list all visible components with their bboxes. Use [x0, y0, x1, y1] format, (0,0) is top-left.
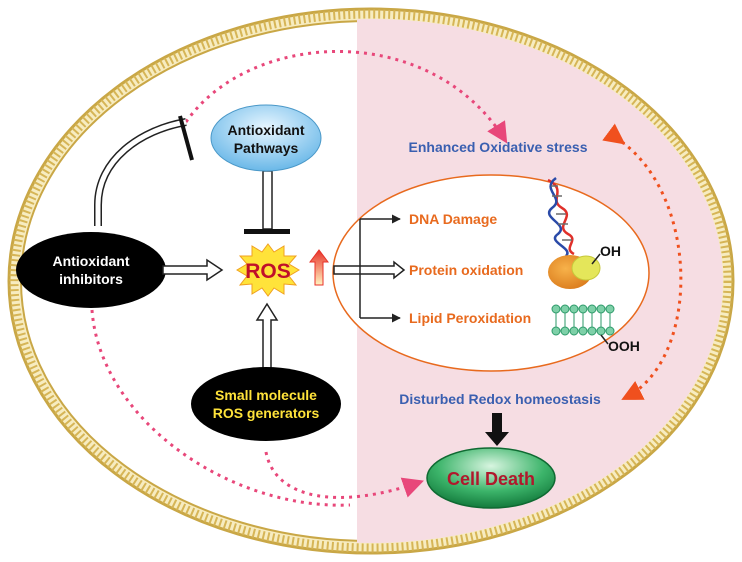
damage-ellipse — [332, 174, 650, 372]
small-molecule-generators-node: Small molecule ROS generators — [191, 367, 341, 441]
generators-to-ros-arrow — [255, 302, 279, 373]
protein-icon: OH — [548, 243, 621, 289]
ooh-label: OOH — [608, 338, 640, 354]
inhibitor-to-stress-arrow — [184, 50, 508, 144]
cell-death-label: Cell Death — [447, 469, 535, 489]
ros-to-damage-arrow — [333, 260, 406, 280]
ros-increase-arrow — [309, 249, 329, 286]
inhibitor-to-death-curve — [90, 309, 351, 507]
antioxidant-pathways-label-1: Antioxidant — [228, 122, 305, 138]
inhibitors-to-ros-arrow — [162, 258, 224, 282]
disturbed-redox-label: Disturbed Redox homeostasis — [399, 391, 601, 407]
antioxidant-pathways-label-2: Pathways — [234, 140, 299, 156]
cell-death-node: Cell Death — [426, 447, 556, 509]
pathway-inhibit-stem — [262, 170, 273, 230]
small-molecule-label-1: Small molecule — [215, 387, 317, 403]
lipid-bilayer-icon: OOH — [551, 304, 640, 354]
ros-label: ROS — [245, 260, 291, 283]
dna-damage-label: DNA Damage — [409, 211, 497, 227]
lipid-peroxidation-label: Lipid Peroxidation — [409, 310, 531, 326]
protein-oxidation-label: Protein oxidation — [409, 262, 523, 278]
antioxidant-pathways-node: Antioxidant Pathways — [210, 104, 322, 172]
ros-burst: ROS — [236, 243, 300, 297]
inhibition-curve-inner — [95, 119, 187, 226]
generator-to-death-arrow — [264, 451, 424, 499]
inhibition-bar — [178, 115, 194, 161]
pathway-inhibit-bar — [244, 229, 290, 234]
antioxidant-inhibitors-node: Antioxidant inhibitors — [16, 232, 166, 308]
antioxidant-inhibitors-label-1: Antioxidant — [53, 253, 130, 269]
redox-to-death-arrow — [485, 413, 509, 446]
antioxidant-inhibitors-label-2: inhibitors — [59, 271, 123, 287]
enhanced-oxidative-stress-label: Enhanced Oxidative stress — [409, 139, 588, 155]
small-molecule-label-2: ROS generators — [213, 405, 320, 421]
stress-redox-link-arrow — [602, 123, 683, 400]
oh-label: OH — [600, 243, 621, 259]
dna-helix-icon — [547, 177, 575, 257]
